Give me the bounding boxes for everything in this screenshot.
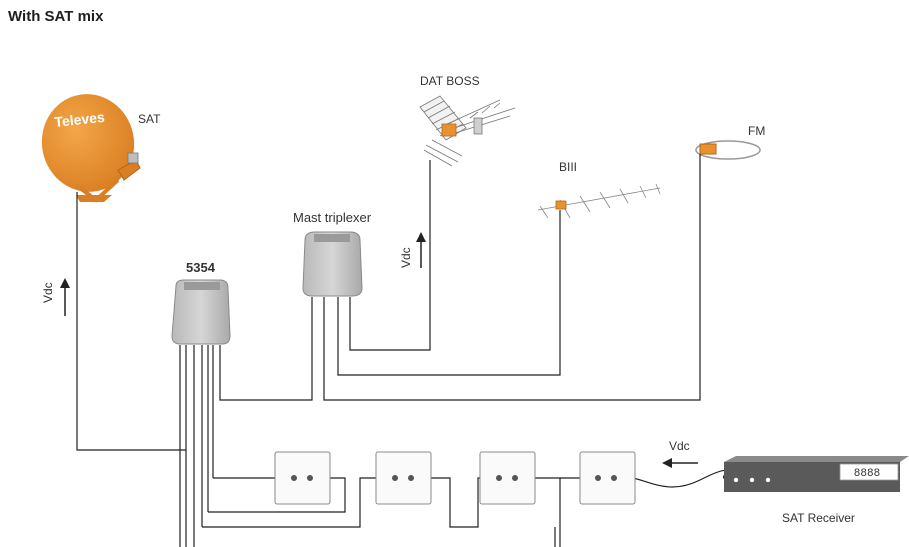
mast-triplexer-box xyxy=(302,231,363,297)
dat-boss-label: DAT BOSS xyxy=(420,74,480,88)
mast-triplexer-label: Mast triplexer xyxy=(293,210,372,225)
vdc-right-label: Vdc xyxy=(669,439,690,453)
page-title: With SAT mix xyxy=(8,8,104,25)
satellite-dish-icon: Televes xyxy=(41,94,141,203)
dish-brand-text: Televes xyxy=(54,109,106,130)
receiver-display: 8888 xyxy=(854,468,880,480)
sat-receiver-icon: 8888 xyxy=(724,456,909,492)
wall-outlet-icon xyxy=(579,451,636,505)
fm-label: FM xyxy=(748,124,765,138)
biii-antenna-icon xyxy=(537,183,661,219)
vdc-mid-label: Vdc xyxy=(399,247,413,268)
fm-antenna-icon xyxy=(695,140,761,160)
sat-label: SAT xyxy=(138,112,161,126)
model-5354-label: 5354 xyxy=(186,260,216,275)
sat-receiver-label: SAT Receiver xyxy=(782,511,855,525)
biii-label: BIII xyxy=(559,160,577,174)
multiswitch-5354-box xyxy=(171,279,231,345)
dat-boss-antenna-icon xyxy=(419,95,516,167)
arrow-left-icon xyxy=(662,458,698,468)
vdc-left-label: Vdc xyxy=(41,282,55,303)
arrow-up-icon xyxy=(416,232,426,268)
wall-outlet-icon xyxy=(274,451,331,505)
arrow-up-icon xyxy=(60,278,70,316)
wall-outlet-icon xyxy=(375,451,432,505)
wall-outlet-icon xyxy=(479,451,536,505)
